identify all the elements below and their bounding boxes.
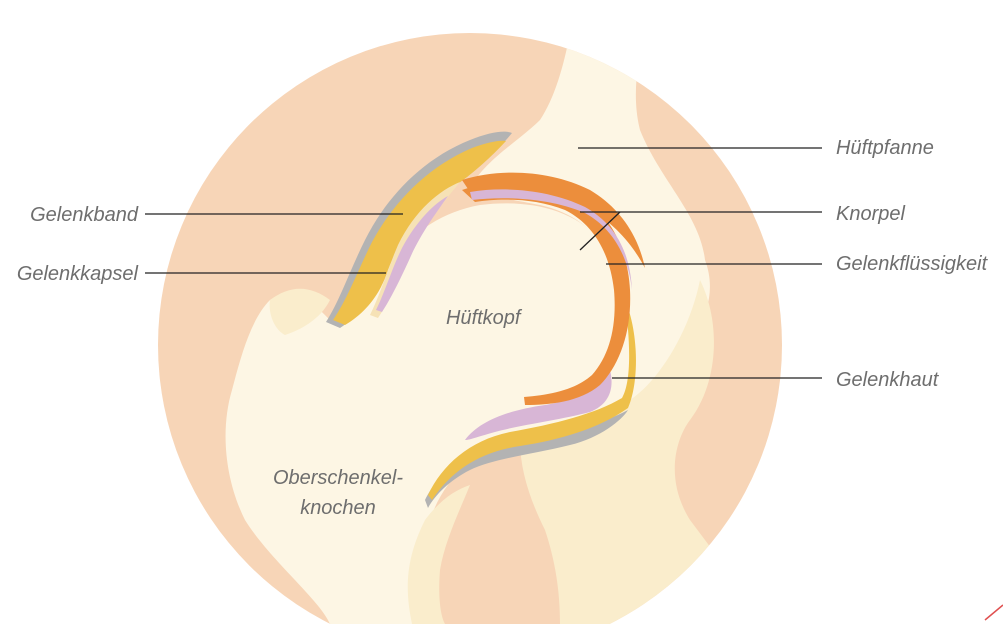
label-gelenkfluessigkeit: Gelenkflüssigkeit bbox=[836, 253, 987, 275]
label-gelenkhaut: Gelenkhaut bbox=[836, 369, 938, 391]
label-gelenkband: Gelenkband bbox=[28, 204, 138, 226]
corner-red-mark bbox=[985, 605, 1003, 620]
label-gelenkkapsel: Gelenkkapsel bbox=[2, 263, 138, 285]
label-hueftpfanne: Hüftpfanne bbox=[836, 137, 934, 159]
label-hueftkopf: Hüftkopf bbox=[446, 307, 520, 329]
label-knorpel: Knorpel bbox=[836, 203, 905, 225]
label-oberschenkel-line1: Oberschenkel- bbox=[258, 467, 418, 489]
label-oberschenkel-line2: knochen bbox=[258, 497, 418, 519]
